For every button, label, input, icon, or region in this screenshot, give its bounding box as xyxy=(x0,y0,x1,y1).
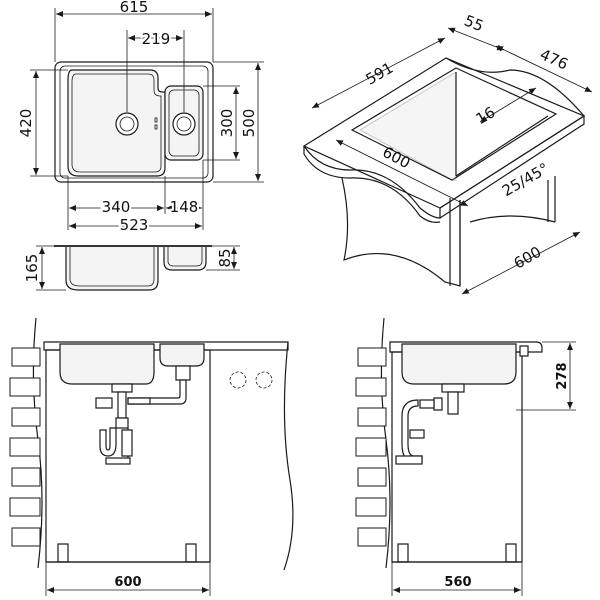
section-main-bowl xyxy=(65,247,159,291)
tap-hole xyxy=(229,371,247,389)
dim-cutout-width: 476 xyxy=(537,45,570,73)
siphon-drain-assembly xyxy=(95,365,191,465)
dim-small-bowl-depth: 300 xyxy=(218,109,236,138)
overflow-slot xyxy=(154,117,158,123)
side-cabinet-leg xyxy=(397,543,409,563)
cabinet-front-view xyxy=(9,317,294,571)
section-view-dimensions: 165 85 xyxy=(23,245,240,291)
main-drain xyxy=(115,112,139,136)
dim-main-bowl-height: 165 xyxy=(23,254,41,283)
side-bowl xyxy=(401,343,517,385)
small-drain xyxy=(172,112,196,136)
dim-overall-width: 615 xyxy=(120,0,149,16)
overflow-slot xyxy=(154,124,158,130)
dim-small-bowl-height: 85 xyxy=(216,248,234,267)
main-drain-inner xyxy=(119,116,135,132)
dim-cabinet-depth-iso: 600 xyxy=(511,243,545,273)
brick-wall-left xyxy=(9,347,41,547)
sink-top-view xyxy=(54,8,214,183)
section-small-bowl xyxy=(163,247,207,271)
cabinet-leg xyxy=(57,543,69,563)
tap-hole xyxy=(255,371,273,389)
side-cabinet-leg xyxy=(505,543,517,563)
dim-installed-height: 278 xyxy=(555,362,570,389)
dim-small-bowl-width: 148 xyxy=(170,198,199,216)
dim-side-cabinet-depth: 560 xyxy=(444,575,471,590)
dim-bowls-total-width: 523 xyxy=(120,216,149,234)
side-siphon-assembly xyxy=(395,383,465,465)
front-main-bowl xyxy=(59,343,155,385)
small-drain-inner xyxy=(176,116,192,132)
dim-cabinet-width: 600 xyxy=(114,575,141,590)
cabinet-leg xyxy=(185,543,197,563)
sink-rim-inner-edge xyxy=(59,65,209,179)
cabinet-front-dimensions: 600 xyxy=(45,562,211,596)
cabinet-side-view xyxy=(355,317,543,569)
main-bowl-inner-edge xyxy=(71,73,162,173)
brick-wall-right xyxy=(355,347,387,547)
front-small-bowl xyxy=(159,343,205,367)
dim-main-bowl-width: 340 xyxy=(102,198,131,216)
dim-overall-depth: 500 xyxy=(240,109,258,138)
dim-cutout-length: 591 xyxy=(363,59,397,89)
dim-main-bowl-depth: 420 xyxy=(17,109,35,138)
dim-rim: 55 xyxy=(462,11,486,35)
top-view-dimensions: 615 219 420 300 500 340 148 523 xyxy=(17,0,264,236)
sink-section-view xyxy=(54,245,212,291)
dim-drain-spacing: 219 xyxy=(142,30,171,48)
cabinet-side-dimensions: 560 278 xyxy=(391,341,576,596)
